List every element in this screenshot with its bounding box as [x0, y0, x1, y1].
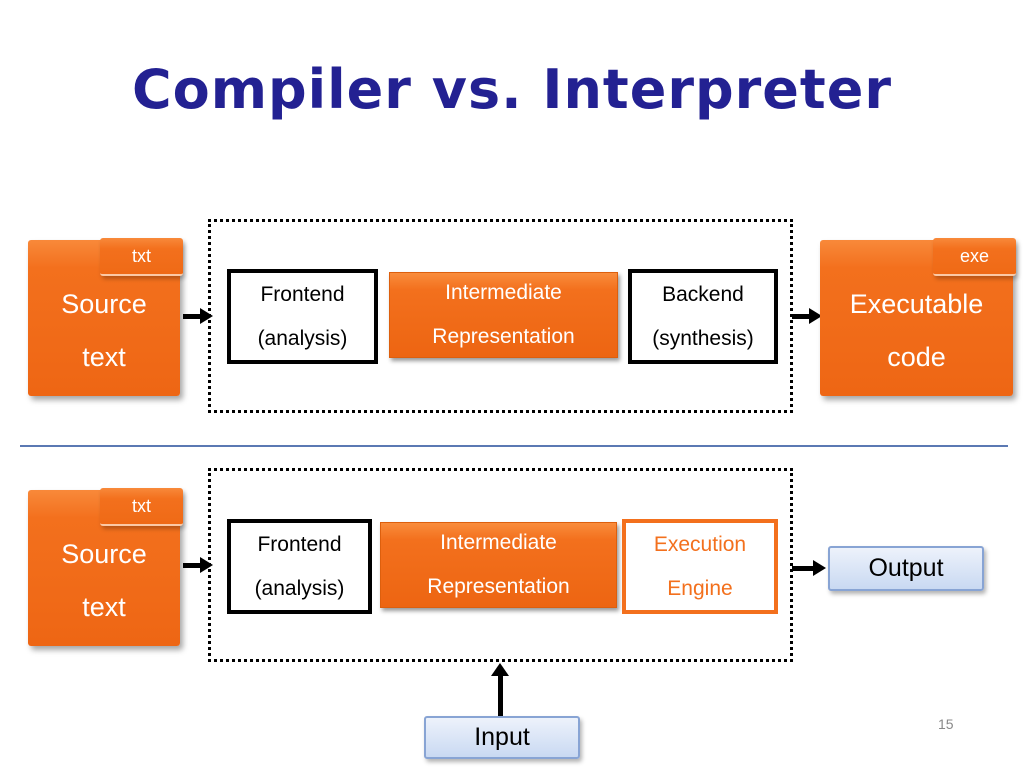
arrow-shaft: [183, 563, 202, 568]
arrow-shaft: [498, 673, 503, 716]
backend-label-line1: Backend: [662, 282, 744, 306]
file-type-label: txt: [131, 245, 151, 266]
interpreter-source-file-tab: txt: [100, 488, 183, 526]
output-label: Output: [868, 554, 944, 582]
arrow-shaft: [183, 314, 202, 319]
source-label-line2: text: [82, 592, 126, 622]
frontend-label-line2: (analysis): [257, 326, 348, 350]
compiler-source-box: txt Source text: [28, 238, 183, 396]
page-number: 15: [938, 716, 954, 732]
compiler-backend-box: Backend (synthesis): [628, 269, 778, 364]
executable-file-tab: exe: [933, 238, 1016, 276]
executable-label-line2: code: [887, 342, 946, 372]
compiler-ir-box: Intermediate Representation: [389, 272, 618, 358]
engine-label-line1: Execution: [653, 532, 747, 556]
ir-label-line2: Representation: [432, 325, 575, 348]
arrow-compiler-to-executable: [792, 308, 822, 324]
section-divider: [20, 445, 1008, 447]
output-box: Output: [828, 546, 984, 591]
file-type-label: exe: [959, 245, 990, 266]
backend-label-line2: (synthesis): [652, 326, 754, 350]
compiler-source-file-tab: txt: [100, 238, 183, 276]
compiler-pipeline-frame: [208, 219, 793, 413]
arrow-head-icon: [813, 560, 826, 576]
executable-code-box: exe Executable code: [820, 238, 1016, 396]
frontend-label-line2: (analysis): [254, 576, 345, 600]
ir-label-line1: Intermediate: [445, 281, 562, 304]
arrow-shaft: [792, 566, 815, 571]
compiler-frontend-box: Frontend (analysis): [227, 269, 378, 364]
engine-label-line2: Engine: [667, 576, 733, 600]
arrow-head-icon: [491, 663, 509, 676]
arrow-head-icon: [809, 308, 822, 324]
source-label-line1: Source: [61, 539, 147, 569]
interpreter-frontend-box: Frontend (analysis): [227, 519, 372, 614]
arrow-shaft: [792, 314, 811, 319]
ir-label-line2: Representation: [427, 575, 570, 598]
arrow-interpreter-to-output: [792, 560, 826, 576]
source-label-line2: text: [82, 342, 126, 372]
frontend-label-line1: Frontend: [260, 282, 345, 306]
executable-label-line1: Executable: [849, 289, 984, 319]
input-label: Input: [474, 723, 530, 751]
arrow-input-to-interpreter: [491, 663, 509, 716]
slide-title: Compiler vs. Interpreter: [132, 58, 892, 121]
interpreter-ir-box: Intermediate Representation: [380, 522, 617, 608]
ir-label-line1: Intermediate: [440, 531, 557, 554]
interpreter-pipeline-frame: [208, 468, 793, 662]
execution-engine-box: Execution Engine: [622, 519, 778, 614]
file-type-label: txt: [131, 495, 151, 516]
input-box: Input: [424, 716, 580, 759]
interpreter-source-box: txt Source text: [28, 488, 183, 646]
frontend-label-line1: Frontend: [257, 532, 342, 556]
source-label-line1: Source: [61, 289, 147, 319]
